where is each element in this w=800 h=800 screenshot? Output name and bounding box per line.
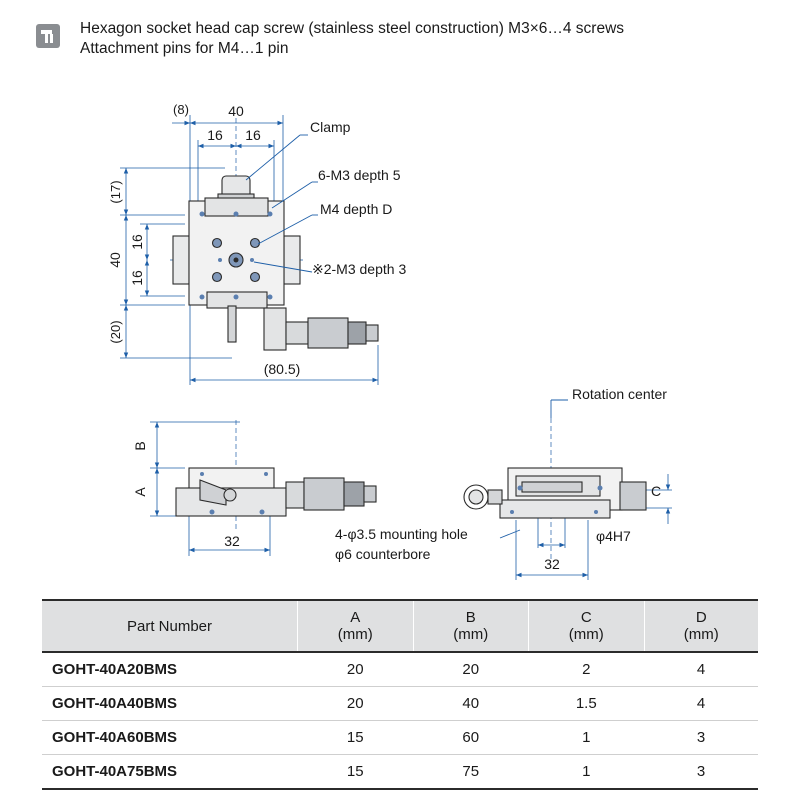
table-row: GOHT-40A75BMS 15 75 1 3 (42, 754, 758, 790)
header-b: B(mm) (412, 599, 529, 653)
dim-C: C (651, 483, 661, 499)
dim-17: (17) (108, 180, 123, 203)
label-m3-depth3: ※2-M3 depth 3 (312, 261, 406, 277)
a-cell: 15 (297, 720, 413, 755)
label-mounting-hole: 4-φ3.5 mounting hole (335, 526, 468, 542)
a-cell: 15 (297, 754, 413, 790)
front-view: Rotation center C φ4H7 4-φ3.5 mounting h… (335, 386, 672, 580)
d-cell: 3 (644, 754, 758, 790)
d-cell: 4 (644, 686, 758, 721)
dim-16-lower: 16 (129, 270, 145, 286)
d-cell: 4 (644, 652, 758, 687)
part-number-cell: GOHT-40A20BMS (42, 652, 298, 687)
table-row: GOHT-40A40BMS 20 40 1.5 4 (42, 686, 758, 721)
dim-B: B (132, 441, 148, 450)
table-header-row: Part Number A(mm) B(mm) C(mm) D(mm) (42, 599, 758, 653)
label-phi4h7: φ4H7 (596, 528, 631, 544)
dim-20: (20) (108, 320, 123, 343)
screw-note-icon (36, 24, 60, 48)
a-cell: 20 (297, 686, 413, 721)
b-cell: 60 (413, 720, 529, 755)
a-cell: 20 (297, 652, 413, 687)
pin-note: Attachment pins for M4…1 pin (80, 40, 289, 57)
top-view: (8) 40 16 16 (17) 40 16 16 (20) (80.5) C… (107, 102, 406, 385)
dim-16-right: 16 (245, 127, 261, 143)
dim-80-5: (80.5) (264, 361, 301, 377)
technical-drawing: (8) 40 16 16 (17) 40 16 16 (20) (80.5) C… (107, 102, 672, 580)
b-cell: 40 (413, 686, 529, 721)
header-c: C(mm) (528, 599, 644, 653)
c-cell: 2 (528, 652, 644, 687)
c-cell: 1 (528, 754, 644, 790)
dim-16-upper: 16 (129, 234, 145, 250)
header-d: D(mm) (643, 599, 758, 653)
table-row: GOHT-40A60BMS 15 60 1 3 (42, 720, 758, 755)
label-counterbore: φ6 counterbore (335, 546, 431, 562)
b-cell: 75 (413, 754, 529, 790)
side-view: B A 32 (132, 420, 377, 556)
dim-16-left: 16 (207, 127, 223, 143)
screw-note: Hexagon socket head cap screw (stainless… (80, 20, 625, 37)
part-number-cell: GOHT-40A40BMS (42, 686, 298, 721)
label-m4-depthD: M4 depth D (320, 201, 392, 217)
dim-8: (8) (173, 102, 189, 117)
part-number-cell: GOHT-40A75BMS (42, 754, 298, 790)
part-number-cell: GOHT-40A60BMS (42, 720, 298, 755)
dim-32-front: 32 (544, 556, 560, 572)
label-rotation-center: Rotation center (572, 386, 667, 402)
dim-40-width: 40 (228, 103, 244, 119)
b-cell: 20 (413, 652, 529, 687)
dim-A: A (132, 487, 148, 497)
spec-table: Part Number A(mm) B(mm) C(mm) D(mm) GOHT… (42, 599, 758, 790)
label-clamp: Clamp (310, 119, 351, 135)
d-cell: 3 (644, 720, 758, 755)
dim-32-side: 32 (224, 533, 240, 549)
dim-40-height: 40 (107, 252, 123, 268)
header-part-number: Part Number (42, 599, 298, 653)
label-m3-depth5: 6-M3 depth 5 (318, 167, 401, 183)
header-a: A(mm) (297, 599, 413, 653)
c-cell: 1 (528, 720, 644, 755)
c-cell: 1.5 (528, 686, 644, 721)
table-row: GOHT-40A20BMS 20 20 2 4 (42, 652, 758, 687)
